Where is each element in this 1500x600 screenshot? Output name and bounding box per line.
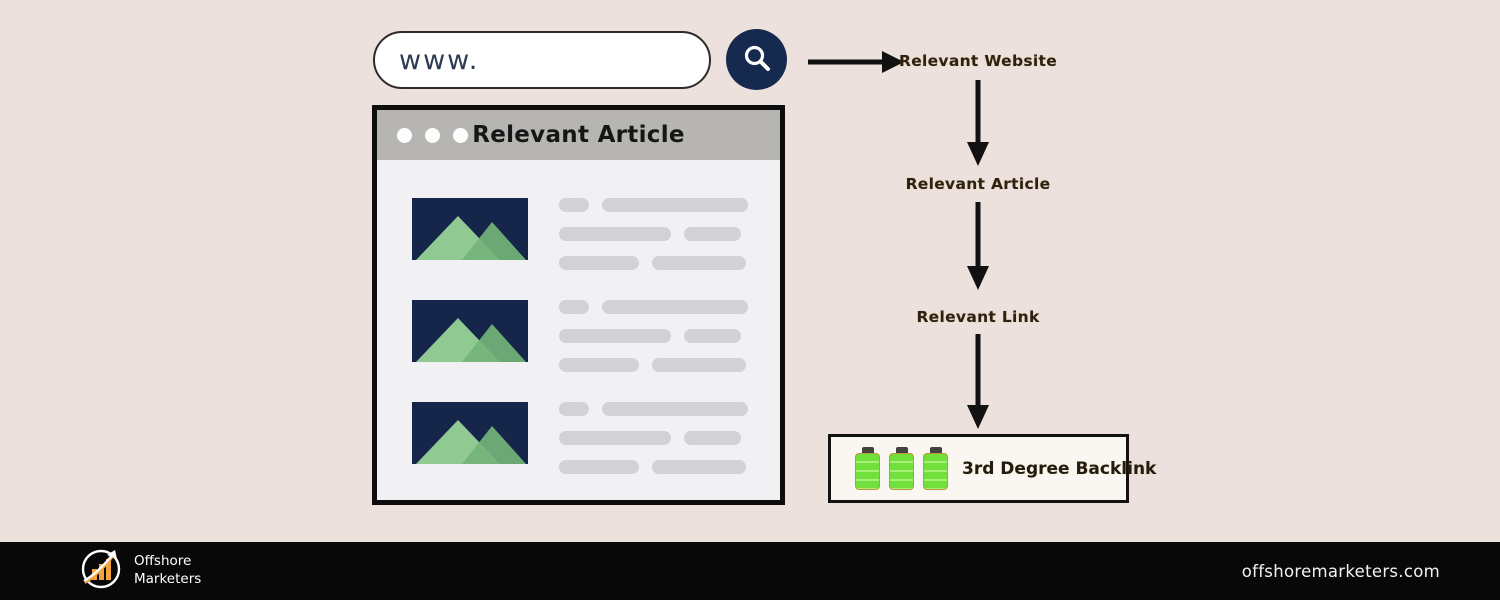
placeholder-text-line	[559, 358, 748, 372]
footer-bar: Offshore Marketers offshoremarketers.com	[0, 542, 1500, 600]
placeholder-text-line	[559, 402, 748, 416]
window-control-dot[interactable]	[453, 127, 468, 143]
article-text-placeholder	[559, 300, 748, 372]
placeholder-pill	[602, 300, 748, 314]
placeholder-pill	[652, 460, 746, 474]
window-control-dot[interactable]	[397, 127, 412, 143]
placeholder-pill	[559, 300, 589, 314]
arrow-right-icon	[806, 48, 906, 80]
article-list-item	[412, 402, 780, 474]
placeholder-pill	[559, 198, 589, 212]
arrow-down-icon	[964, 334, 992, 433]
placeholder-text-line	[559, 329, 748, 343]
search-icon	[742, 43, 772, 77]
window-control-dot[interactable]	[425, 127, 440, 143]
article-list-item	[412, 300, 780, 372]
placeholder-pill	[559, 227, 671, 241]
arrow-down-icon	[964, 202, 992, 294]
article-text-placeholder	[559, 198, 748, 270]
site-url: offshoremarketers.com	[1241, 561, 1440, 581]
article-list-item	[412, 198, 780, 270]
flow-step-relevant-article: Relevant Article	[905, 175, 1051, 193]
article-thumbnail-image	[412, 402, 528, 464]
url-search-input[interactable]: www.	[373, 31, 711, 89]
placeholder-pill	[602, 198, 748, 212]
browser-window-title: Relevant Article	[472, 122, 685, 148]
placeholder-text-line	[559, 227, 748, 241]
flow-step-relevant-link: Relevant Link	[916, 308, 1040, 326]
placeholder-pill	[684, 431, 741, 445]
battery-icon	[855, 453, 880, 490]
battery-icon	[923, 453, 948, 490]
placeholder-pill	[652, 358, 746, 372]
article-thumbnail-image	[412, 198, 528, 260]
article-list	[377, 160, 780, 474]
placeholder-text-line	[559, 198, 748, 212]
browser-titlebar: Relevant Article	[377, 110, 780, 160]
placeholder-pill	[559, 431, 671, 445]
placeholder-text-line	[559, 431, 748, 445]
brand-name-line1: Offshore	[134, 553, 192, 570]
brand-block: Offshore Marketers	[78, 546, 201, 596]
brand-name-line2: Marketers	[134, 571, 202, 587]
url-text: www.	[399, 44, 480, 76]
flow-step-relevant-website: Relevant Website	[898, 52, 1058, 70]
battery-group	[855, 447, 948, 490]
placeholder-pill	[559, 402, 589, 416]
placeholder-pill	[652, 256, 746, 270]
brand-logo-icon	[78, 546, 124, 596]
placeholder-pill	[684, 329, 741, 343]
search-button[interactable]	[726, 29, 787, 90]
placeholder-pill	[559, 329, 671, 343]
brand-name: Offshore Marketers	[134, 553, 201, 588]
window-controls	[397, 127, 468, 143]
browser-window-mockup: Relevant Article	[372, 105, 785, 505]
placeholder-text-line	[559, 460, 748, 474]
placeholder-pill	[602, 402, 748, 416]
placeholder-pill	[684, 227, 741, 241]
backlink-result-box: 3rd Degree Backlink	[828, 434, 1156, 503]
placeholder-pill	[559, 358, 639, 372]
placeholder-text-line	[559, 300, 748, 314]
placeholder-text-line	[559, 256, 748, 270]
arrow-down-icon	[964, 80, 992, 170]
placeholder-pill	[559, 256, 639, 270]
article-thumbnail-image	[412, 300, 528, 362]
article-text-placeholder	[559, 402, 748, 474]
battery-icon	[889, 453, 914, 490]
placeholder-pill	[559, 460, 639, 474]
backlink-result-label: 3rd Degree Backlink	[962, 458, 1157, 479]
